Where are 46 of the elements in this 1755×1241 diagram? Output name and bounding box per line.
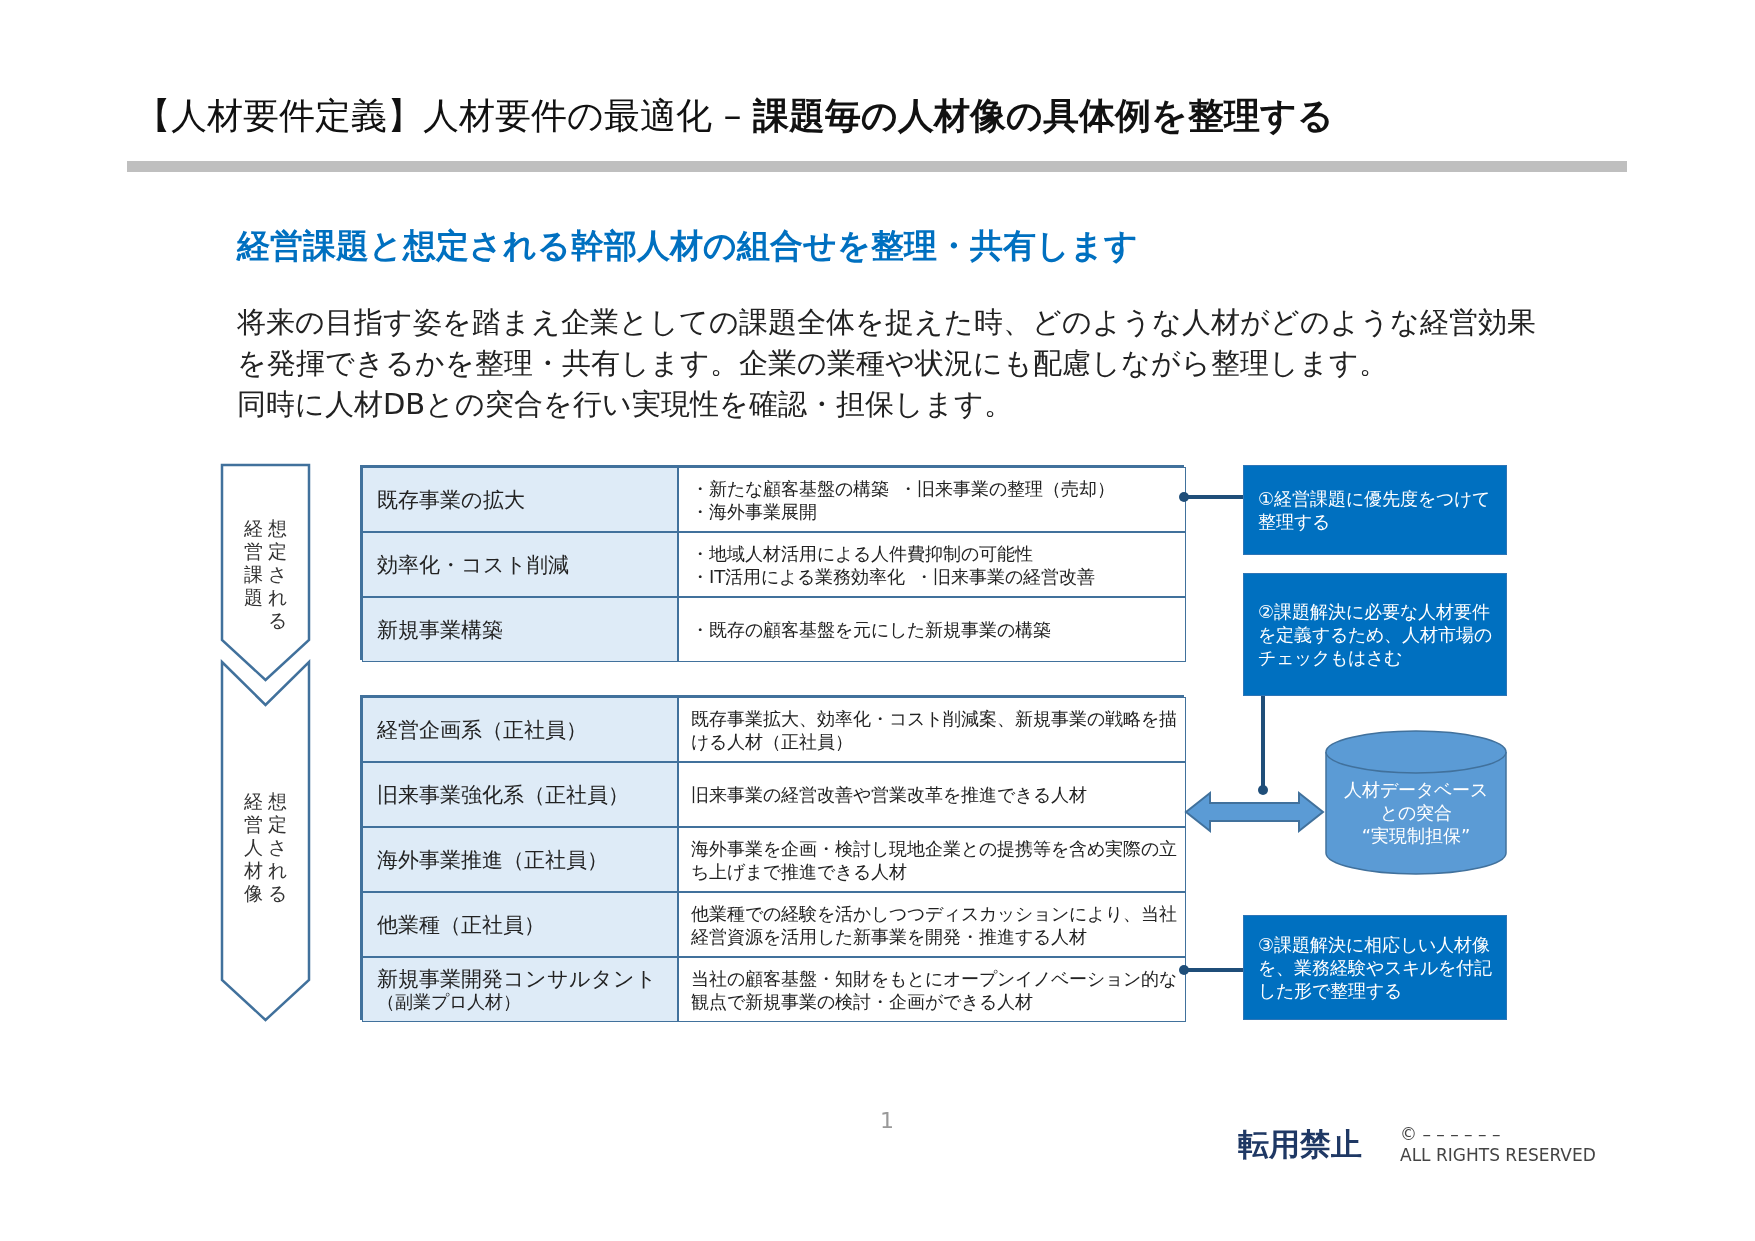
- table-cell-text: 既存事業拡大、効率化・コスト削減案、新規事業の戦略を描ける人材（正社員）: [690, 706, 1178, 754]
- table-cell: 他業種（正社員）: [363, 893, 679, 956]
- table-row: [362, 827, 1186, 892]
- body-text: 将来の目指す姿を踏まえ企業としての課題全体を捉えた時、どのような人材がどのような経営効果を発揮できるかを整理・共有します。企業の業種や状況にも配慮しながら整理します。: [237, 304, 1537, 382]
- table-cell: 既存事業の拡大: [363, 468, 679, 531]
- table-cell: 旧来事業強化系（正社員）: [363, 763, 679, 826]
- notice-text: 転用禁止: [1238, 1125, 1362, 1164]
- table-cell-text: 海外事業を企画・検討し現地企業との提携等を含め実際の立ち上げまで推進できる人材: [690, 836, 1178, 884]
- connector-line: [1179, 492, 1243, 502]
- copyright-text: ALL RIGHTS RESERVED: [1400, 1145, 1596, 1165]
- vertical-label: 想定される経営課題: [242, 517, 288, 632]
- table-cell: 効率化・コスト削減: [363, 533, 679, 596]
- subtitle: 経営課題と想定される幹部人材の組合せを整理・共有します: [237, 225, 1138, 267]
- table-cell: 新規事業構築: [363, 598, 679, 661]
- note-box: ①経営課題に優先度をつけて整理する: [1243, 465, 1507, 555]
- body-text: 同時に人材DBとの突合を行い実現性を確認・担保します。: [237, 386, 1014, 423]
- table-row: [362, 697, 1186, 762]
- double-arrow: [1184, 790, 1325, 834]
- table-cell: 経営企画系（正社員）: [363, 698, 679, 761]
- table-cell-text: ・地域人材活用による人件費抑制の可能性 ・IT活用による業務効率化 ・旧来事業の経営改善: [690, 541, 1097, 589]
- table-row: [362, 532, 1186, 597]
- table-row: [362, 467, 1186, 532]
- table-cell-text: ・既存の顧客基盤を元にした新規事業の構築: [690, 618, 1052, 642]
- connector-line: [1258, 696, 1268, 795]
- table: [360, 465, 1184, 660]
- table-cell-text: 旧来事業の経営改善や営業改革を推進できる人材: [690, 783, 1088, 807]
- title: 【人材要件定義】人材要件の最適化 – 課題毎の人材像の具体例を整理する: [135, 94, 1334, 138]
- table-cell: 新規事業開発コンサルタント （副業プロ人材）: [363, 958, 679, 1021]
- table: [360, 695, 1184, 1020]
- note-box: ③課題解決に相応しい人材像を、業務経験やスキルを付記した形で整理する: [1243, 915, 1507, 1020]
- table-cell-text: 他業種での経験を活かしつつディスカッションにより、当社経営資源を活用した新事業を開発・推進する人材: [690, 901, 1178, 949]
- connector-line: [1179, 965, 1243, 975]
- table-row: [362, 597, 1186, 662]
- table-row: [362, 762, 1186, 827]
- page-number: 1: [880, 1108, 894, 1133]
- table-cell: 海外事業推進（正社員）: [363, 828, 679, 891]
- table-cell-text: 当社の顧客基盤・知財をもとにオープンイノベーション的な観点で新規事業の検討・企画ができる人材: [690, 966, 1178, 1014]
- table-row: [362, 892, 1186, 957]
- table-row: [362, 957, 1186, 1022]
- note-box: ②課題解決に必要な人材要件を定義するため、人材市場のチェックもはさむ: [1243, 573, 1507, 696]
- database-cylinder: 人材データベースとの突合 “実現制担保”: [1325, 730, 1507, 875]
- table-cell-text: ・新たな顧客基盤の構築 ・旧来事業の整理（売却） ・海外事業展開: [690, 476, 1116, 524]
- copyright-text: © – – – – – –: [1400, 1124, 1501, 1144]
- section-banner: [222, 465, 309, 680]
- section-banner: [222, 662, 309, 1020]
- vertical-label: 想定される経営人材像: [242, 790, 288, 905]
